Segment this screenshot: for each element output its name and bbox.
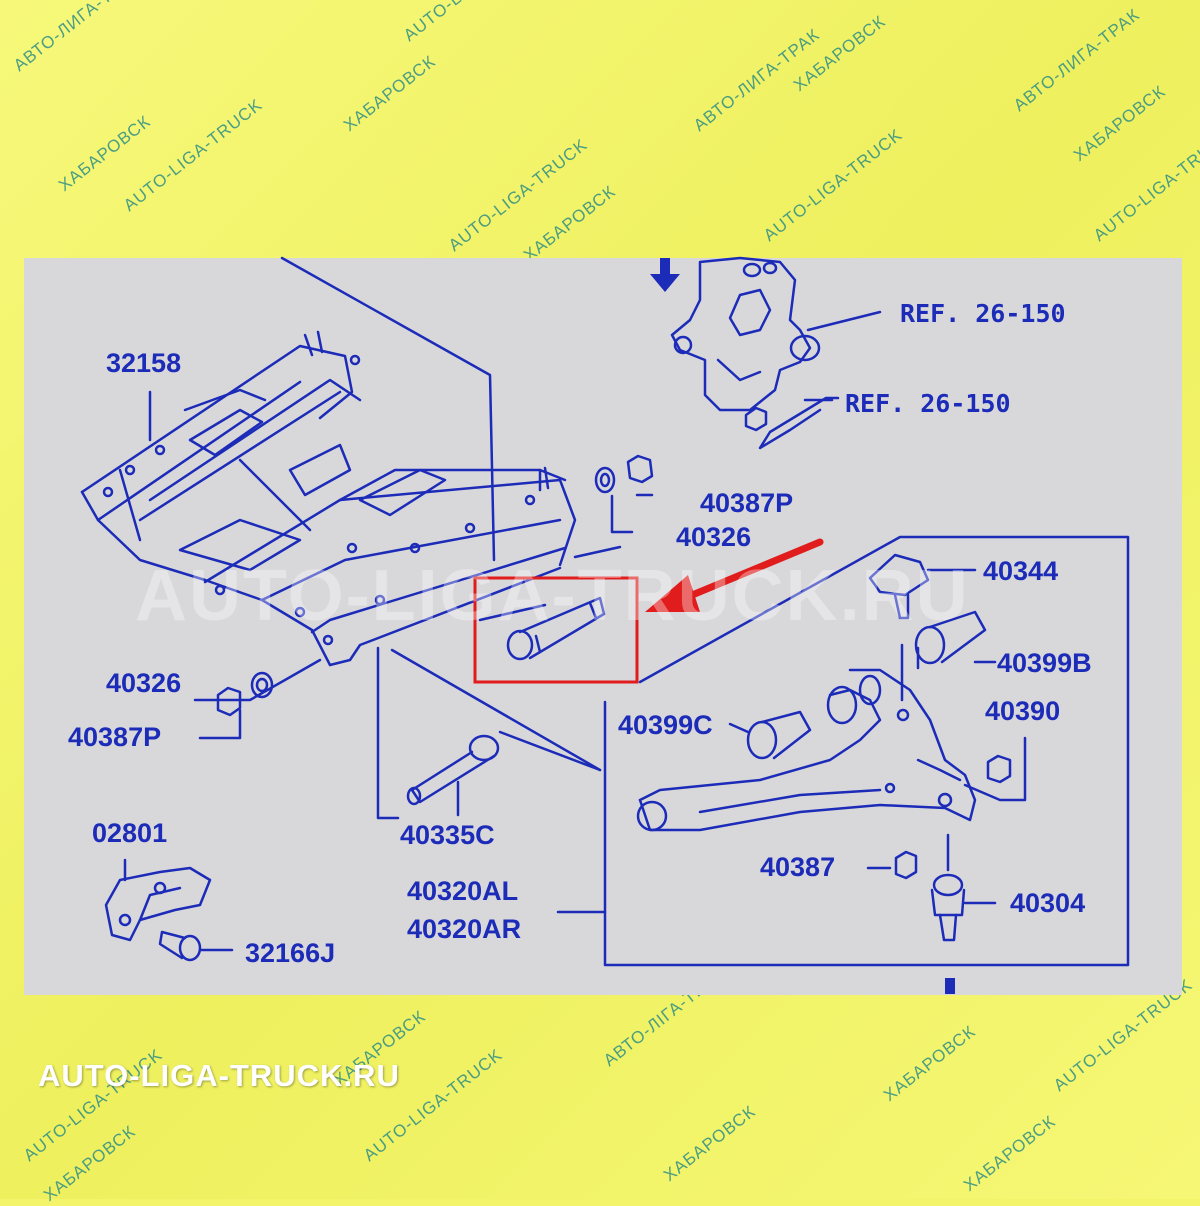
label-ref-1: REF. 26-150: [900, 299, 1066, 328]
highlight-box: [473, 576, 639, 684]
control-arm-40320: [636, 643, 1027, 832]
red-arrow-icon: [645, 538, 824, 612]
knuckle-drawing: [670, 256, 882, 450]
center-watermark: AUTO-LIGA-TRUCK.RU: [135, 556, 970, 636]
label-40320AR: 40320AR: [407, 914, 521, 944]
label-32158: 32158: [106, 348, 181, 378]
ball-joint-40344: [868, 553, 977, 620]
nut-40387P-top: [573, 454, 654, 559]
bolt-highlighted: [478, 596, 606, 661]
bushing-40399C: [728, 710, 812, 760]
bushing-40399B: [914, 610, 997, 670]
down-arrow-icon: [650, 258, 680, 292]
nut-40387P-left: [216, 671, 274, 717]
label-40387P-top: 40387P: [700, 488, 793, 518]
label-40390: 40390: [985, 696, 1060, 726]
nut-40390: [986, 754, 1012, 784]
label-32166J: 32166J: [245, 938, 335, 968]
ball-joint-40304: [930, 833, 997, 942]
crossmember-drawing: [80, 330, 577, 667]
bolt-40335C: [406, 734, 500, 817]
label-40304: 40304: [1010, 888, 1085, 918]
label-40344: 40344: [983, 556, 1058, 586]
label-40387: 40387: [760, 852, 835, 882]
label-40335C: 40335C: [400, 820, 495, 850]
label-40326-left: 40326: [106, 668, 181, 698]
label-02801: 02801: [92, 818, 167, 848]
label-40320AL: 40320AL: [407, 876, 518, 906]
nut-40387: [866, 850, 918, 880]
label-40399C: 40399C: [618, 710, 713, 740]
diagram-panel: [24, 258, 1182, 995]
bracket-02801: [104, 858, 234, 962]
label-40326-top: 40326: [676, 522, 751, 552]
label-40399B: 40399B: [997, 648, 1092, 678]
label-40387P-left: 40387P: [68, 722, 161, 752]
label-ref-2: REF. 26-150: [845, 389, 1011, 418]
footer-site-label: AUTO-LIGA-TRUCK.RU: [38, 1058, 400, 1093]
